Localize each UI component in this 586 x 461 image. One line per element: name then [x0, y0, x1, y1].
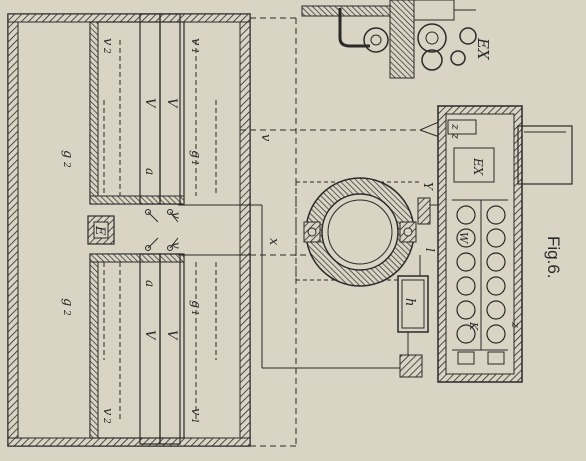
label-g2-upper-sub: 2	[61, 161, 71, 168]
labels: EX EX z z V V V V a a g 2 g 1 g 2 g 1 v …	[60, 37, 563, 424]
label-h: h	[402, 298, 417, 306]
label-g1-lower-sub: 1	[189, 310, 199, 316]
label-z: z	[509, 321, 522, 328]
label-ex-top: EX	[474, 37, 492, 61]
switch-contacts	[145, 204, 250, 256]
label-g1-lower: g	[188, 300, 203, 308]
label-e: E	[92, 225, 107, 236]
label-a-upper: a	[143, 168, 157, 175]
y-component	[417, 197, 431, 225]
ring-machine	[303, 177, 417, 287]
top-machinery	[301, 0, 477, 79]
label-v-mid-lower: v	[169, 242, 183, 249]
label-g2-lower: g	[60, 298, 75, 306]
label-v1-upper: v	[188, 38, 203, 46]
label-g1-upper: g	[188, 150, 203, 158]
switchboard	[437, 105, 573, 383]
h-component	[397, 275, 429, 333]
label-g1-upper-sub: 1	[189, 160, 199, 166]
label-a-lower: a	[143, 280, 157, 287]
wiring	[239, 17, 450, 447]
label-v1-upper-sub: 1	[189, 48, 199, 54]
label-zz: z z	[449, 123, 462, 139]
label-v1-lower: v	[188, 408, 203, 416]
e-box	[87, 215, 115, 245]
label-v2-lower-sub: 2	[101, 417, 111, 424]
label-w: W	[457, 232, 470, 245]
figure-caption: Fig.6.	[544, 236, 563, 279]
upper-cell	[89, 13, 217, 205]
lower-cell	[89, 253, 217, 445]
label-v-upper-1: V	[142, 98, 157, 109]
label-v2-upper-sub: 2	[101, 47, 111, 54]
label-k: K	[467, 321, 480, 331]
lower-box	[399, 354, 423, 378]
label-v2-lower: v	[100, 408, 115, 416]
label-g2-lower-sub: 2	[61, 309, 71, 316]
label-v-wire: v	[258, 134, 273, 142]
label-v-lower-2: V	[164, 330, 179, 341]
label-v-lower-1: V	[142, 330, 157, 341]
label-y: Y	[421, 182, 435, 191]
label-v-upper-2: V	[164, 98, 179, 109]
label-g2-upper: g	[60, 150, 75, 158]
main-tank	[7, 13, 251, 447]
label-ex-box: EX	[471, 157, 485, 176]
label-v1-lower-sub: 1	[189, 418, 199, 424]
label-v-mid-upper: v	[169, 212, 183, 219]
label-l: l	[423, 248, 437, 252]
label-x: x	[266, 238, 281, 246]
label-v2-upper: v	[100, 38, 115, 46]
